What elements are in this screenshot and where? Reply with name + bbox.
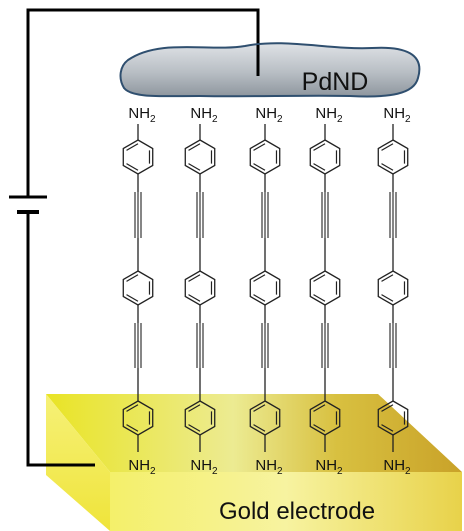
benzene-ring [122,139,154,175]
triple-bond [134,192,142,238]
double-bond [313,143,326,151]
double-bond [313,404,326,412]
double-bond [188,424,201,432]
double-bond [126,294,139,302]
pdnd-shape [119,42,421,98]
benzene-ring [377,270,409,306]
double-bond [253,294,266,302]
double-bond [313,294,326,302]
amine-group-top: NH2 [255,105,283,125]
benzene-ring [184,139,216,175]
triple-bond [321,323,329,368]
gold-electrode-front-face [110,472,462,531]
double-bond [313,274,326,282]
pdnd-label: PdND [302,68,369,96]
gold-electrode-label: Gold electrode [219,498,375,525]
double-bond [126,163,139,171]
double-bond [253,163,266,171]
double-bond [126,274,139,282]
double-bond [253,404,266,412]
triple-bond [134,323,142,368]
amine-group-top: NH2 [128,105,156,125]
double-bond [313,424,326,432]
triple-bond [389,323,397,368]
amine-group-top: NH2 [383,105,411,125]
double-bond [188,404,201,412]
double-bond [126,143,139,151]
benzene-ring [184,270,216,306]
benzene-ring [122,270,154,306]
triple-bond [196,323,204,368]
double-bond [381,294,394,302]
triple-bond [321,192,329,238]
double-bond [188,143,201,151]
triple-bond [389,192,397,238]
circuit [9,8,260,467]
double-bond [253,274,266,282]
pdnd-nanodisc: PdND [119,42,421,98]
double-bond [381,163,394,171]
triple-bond [196,192,204,238]
circuit-wire [26,8,260,197]
double-bond [381,424,394,432]
double-bond [381,274,394,282]
double-bond [188,274,201,282]
double-bond [126,404,139,412]
amine-group-top: NH2 [315,105,343,125]
gold-electrode-side-face [46,394,110,531]
benzene-ring [377,139,409,175]
double-bond [188,294,201,302]
amine-group-top: NH2 [190,105,218,125]
double-bond [381,404,394,412]
double-bond [253,424,266,432]
amine-group-bottom: NH2 [255,457,283,477]
amine-group-bottom: NH2 [315,457,343,477]
benzene-ring [309,270,341,306]
amine-group-bottom: NH2 [190,457,218,477]
double-bond [253,143,266,151]
double-bond [188,163,201,171]
triple-bond [261,323,269,368]
double-bond [381,143,394,151]
triple-bond [261,192,269,238]
benzene-ring [249,139,281,175]
double-bond [313,163,326,171]
circuit-wire-lower [26,212,95,467]
benzene-ring [309,139,341,175]
amine-group-bottom: NH2 [128,457,156,477]
double-bond [126,424,139,432]
benzene-ring [249,270,281,306]
amine-group-bottom: NH2 [383,457,411,477]
